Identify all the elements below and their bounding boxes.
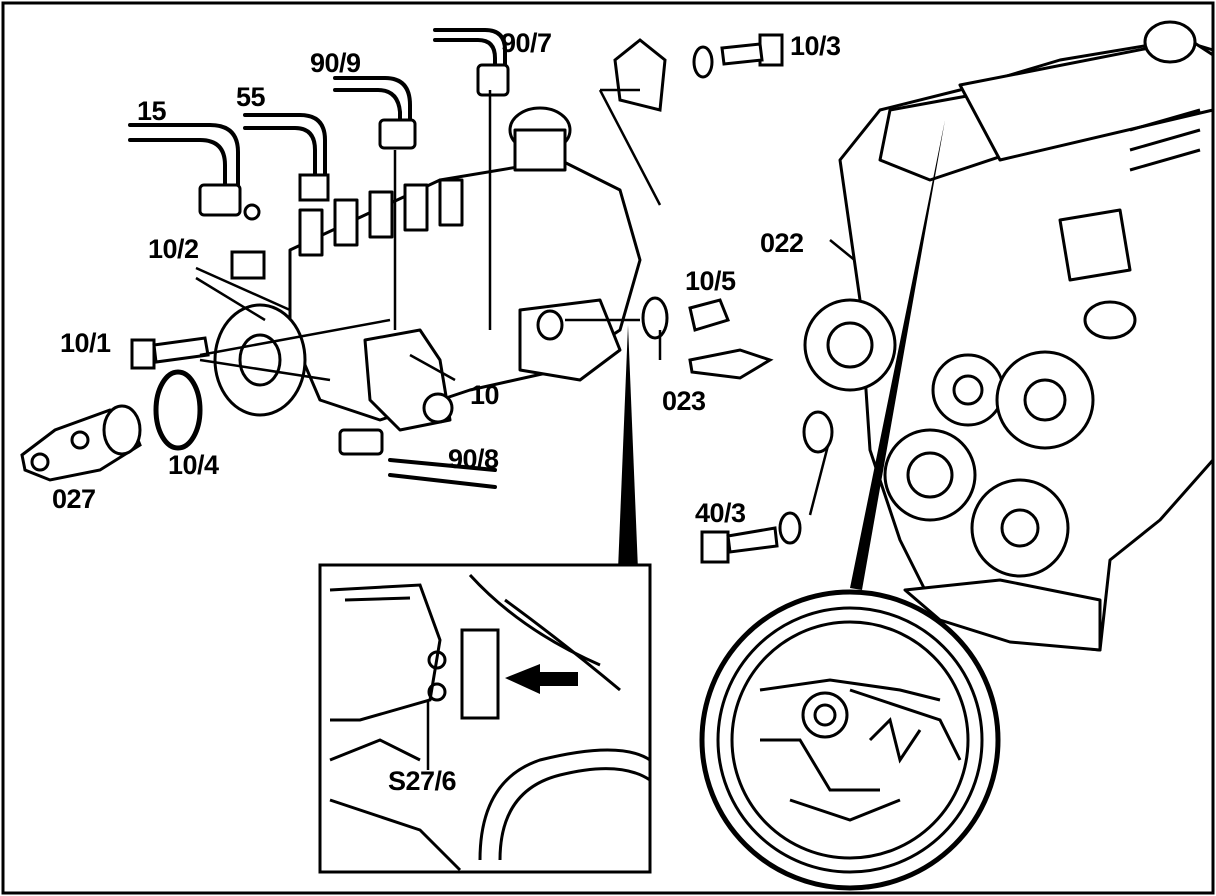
sensor-023 xyxy=(688,348,774,380)
delivery-valve-4 xyxy=(403,183,429,232)
drive-hub-center xyxy=(238,333,282,387)
callout-10: 10 xyxy=(470,380,500,410)
loose-parts xyxy=(20,33,802,564)
washer-10-3 xyxy=(692,45,714,79)
fitting-90-7 xyxy=(476,63,510,97)
line-90-8 xyxy=(388,458,497,472)
fitting-90-8 xyxy=(338,428,384,456)
callout-10-1: 10/1 xyxy=(60,328,111,358)
fittings xyxy=(198,63,510,456)
callout-023: 023 xyxy=(662,386,706,416)
fitting-90-9 xyxy=(378,118,417,150)
pump-bracket-top xyxy=(613,38,667,112)
washer-40-3 xyxy=(778,511,802,545)
injection-pump-assembly xyxy=(213,106,642,432)
fitting-55 xyxy=(298,173,330,202)
bolt-10-1-head xyxy=(130,338,156,370)
inset-pointer-pump xyxy=(618,325,638,570)
callout-15: 15 xyxy=(137,96,167,126)
line-90-9 xyxy=(333,88,402,127)
callout-90-9: 90/9 xyxy=(310,48,361,78)
bolt-40-3-shank xyxy=(726,526,779,554)
inset-pointer-engine xyxy=(850,120,945,590)
fitting-15 xyxy=(198,183,242,217)
bolt-10-3-shank xyxy=(720,42,764,66)
flange-spigot xyxy=(102,404,142,456)
callout-40-3: 40/3 xyxy=(695,498,746,528)
callout-s27-6: S27/6 xyxy=(388,766,457,796)
engine-block xyxy=(802,20,1215,652)
callout-027: 027 xyxy=(52,484,96,514)
oil-cap xyxy=(1143,20,1197,64)
inset-arrow xyxy=(505,664,578,694)
clip-10-2 xyxy=(230,250,266,280)
callout-10-5: 10/5 xyxy=(685,266,736,296)
idler-pulley xyxy=(802,410,834,454)
line-90-7 xyxy=(433,38,497,72)
callout-10-3: 10/3 xyxy=(790,31,841,61)
delivery-valve-3 xyxy=(368,190,394,239)
callout-022: 022 xyxy=(760,228,804,258)
line-55 xyxy=(243,126,317,182)
delivery-valve-5 xyxy=(438,178,464,227)
bolt-40-3-head xyxy=(700,530,730,564)
fuel-lines xyxy=(128,28,507,489)
detail-inset-s27-6 xyxy=(318,563,652,874)
line-15 xyxy=(128,138,227,197)
seal-ring-10-4 xyxy=(153,369,203,451)
callout-10-2: 10/2 xyxy=(148,234,199,264)
callout-90-7: 90/7 xyxy=(501,28,552,58)
delivery-valve-1 xyxy=(298,208,324,257)
delivery-valve-2 xyxy=(333,198,359,247)
bolt-10-1-shank xyxy=(152,336,210,364)
callout-10-4: 10/4 xyxy=(168,450,219,480)
bolt-10-5 xyxy=(688,298,731,332)
detail-inset-round xyxy=(699,589,1001,891)
governor-housing xyxy=(513,128,567,172)
callout-55: 55 xyxy=(236,82,266,112)
bracket-hole xyxy=(422,392,454,424)
rear-housing xyxy=(518,298,622,382)
callout-90-8: 90/8 xyxy=(448,444,499,474)
rear-port xyxy=(536,309,564,341)
washer-10-5 xyxy=(641,296,669,340)
